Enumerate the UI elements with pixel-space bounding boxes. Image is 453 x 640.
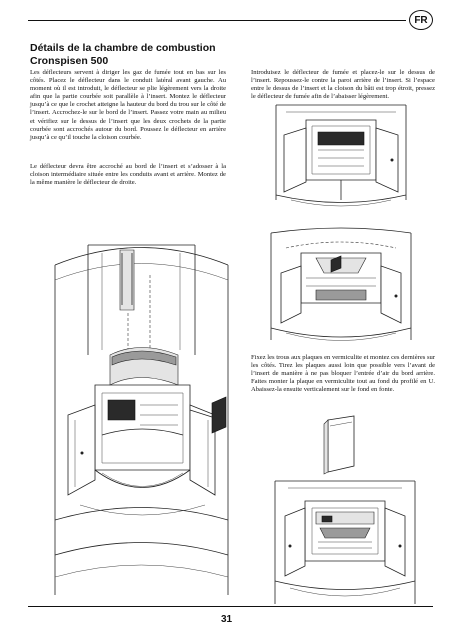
language-badge: FR	[409, 10, 433, 30]
illustration-vermiculite-mounted	[260, 476, 430, 606]
illustration-smoke-deflector-top	[246, 100, 436, 212]
illustration-deflector-cutaway	[246, 228, 436, 346]
footer-rule	[28, 606, 433, 607]
illustration-side-deflector	[40, 205, 245, 600]
paragraph-smoke-deflector: Introduisez le déflecteur de fumée et pl…	[251, 69, 435, 101]
page-number: 31	[220, 614, 233, 625]
paragraph-deflector-hook: Le déflecteur devra être accroché au bor…	[30, 163, 226, 187]
header-rule	[28, 20, 406, 21]
paragraph-vermiculite-plates: Fixez les trous aux plaques en vermiculi…	[251, 354, 436, 394]
illustration-vermiculite-plate	[322, 412, 360, 476]
section-title: Détails de la chambre de combustion Cron…	[30, 42, 216, 67]
paragraph-deflector-placement: Les déflecteurs servent à diriger les ga…	[30, 69, 226, 141]
